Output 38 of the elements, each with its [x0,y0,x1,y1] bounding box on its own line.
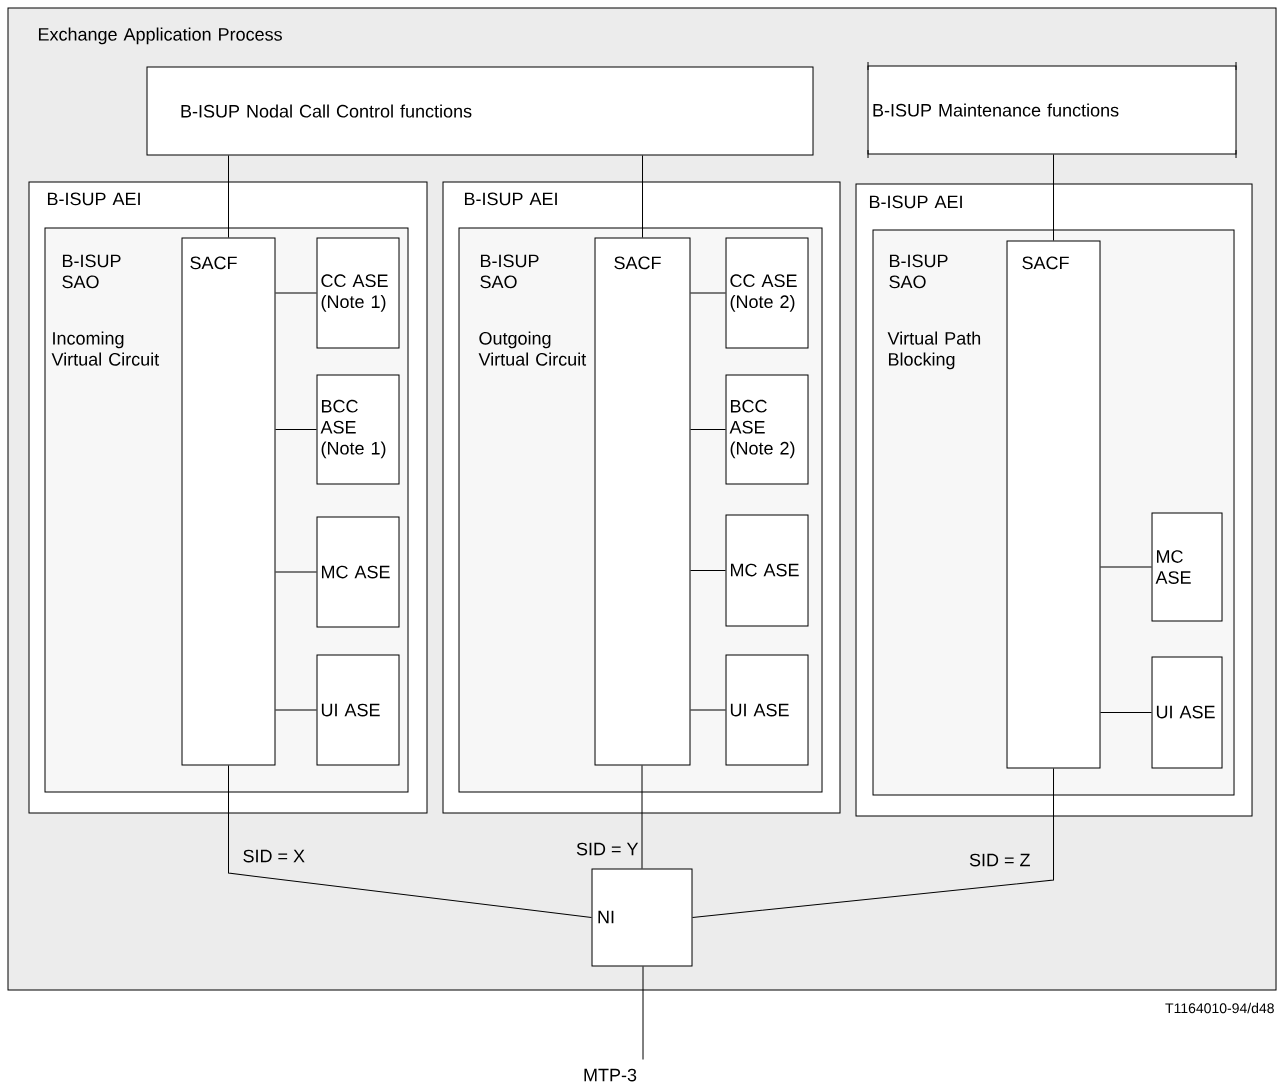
ase-box: BCC ASE (Note 1) [316,374,400,485]
connector-line [1100,566,1152,568]
ni-box: NI [591,868,693,967]
figure-id: T1164010-94/d48 [1165,1002,1274,1014]
connector-line [642,155,643,238]
edge-label: SID = X [243,849,305,863]
connector-line [641,765,643,869]
ase-box: MC ASE [316,516,400,628]
ase-box: CC ASE (Note 2) [725,237,809,349]
connector-line [690,429,726,430]
ase-box: BCC ASE (Note 2) [725,374,809,485]
ase-box: MC ASE [725,514,809,627]
connector-line [690,292,726,294]
connector-line [690,709,726,711]
connector-line [275,571,317,573]
connector-line [1100,712,1152,713]
connector-line [642,966,644,1060]
connector-line [275,429,317,430]
ase-box: UI ASE [1151,656,1223,769]
edge-label: SID = Y [576,842,639,856]
function-box: B-ISUP Nodal Call Control functions [146,66,814,156]
connector-line [1053,154,1054,241]
connector-line [275,709,317,711]
function-box: B-ISUP Maintenance functions [867,61,1237,159]
ase-box: UI ASE [316,654,400,766]
connector-line [275,292,317,294]
terminal-label: MTP-3 [584,1068,637,1082]
sacf-box: SACF [594,237,691,766]
edge-label: SID = Z [969,853,1030,867]
connector-line [228,155,229,238]
sacf-box: SACF [181,237,276,766]
ase-box: CC ASE (Note 1) [316,237,400,349]
ase-box: MC ASE [1151,512,1223,622]
connector-line [690,570,726,571]
connector-line [228,765,592,918]
connector-line [692,768,1054,918]
ase-box: UI ASE [725,654,809,766]
sacf-box: SACF [1006,240,1101,769]
